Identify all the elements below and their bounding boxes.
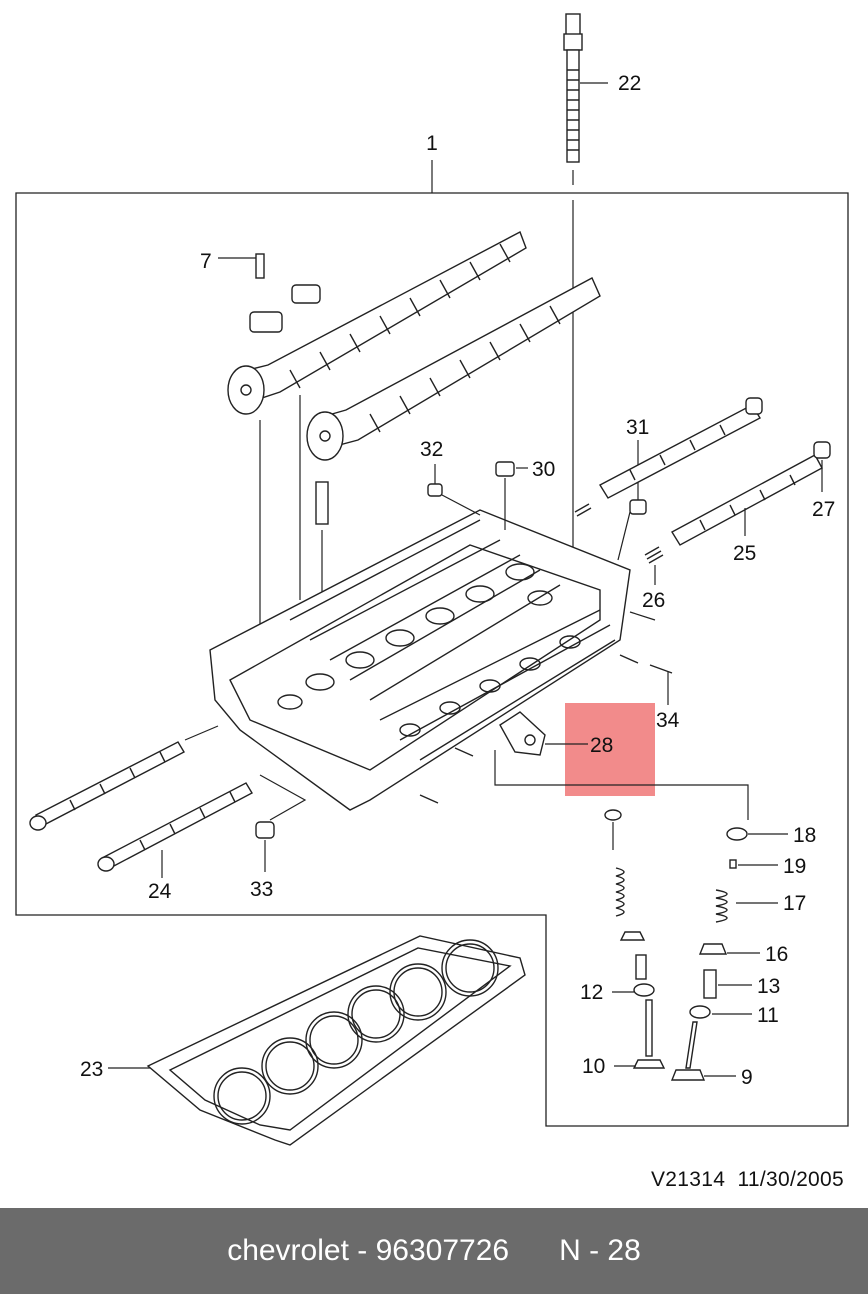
spring-26 bbox=[574, 503, 664, 585]
part-info-bar: chevrolet - 96307726 N - 28 bbox=[0, 1208, 868, 1294]
callout-12: 12 bbox=[580, 981, 603, 1004]
valve-assembly-left bbox=[604, 809, 666, 1069]
callout-28: 28 bbox=[590, 734, 613, 757]
callout-22: 22 bbox=[618, 72, 641, 95]
callout-16: 16 bbox=[765, 943, 788, 966]
callout-17: 17 bbox=[783, 892, 806, 915]
callout-11: 11 bbox=[757, 1004, 779, 1027]
callout-19: 19 bbox=[783, 855, 806, 878]
valve-assembly-right bbox=[670, 827, 788, 1081]
callout-32: 32 bbox=[420, 438, 443, 461]
callout-13: 13 bbox=[757, 975, 780, 998]
callout-34: 34 bbox=[656, 709, 680, 732]
spacer bbox=[509, 1234, 559, 1268]
highlight-box-28 bbox=[565, 703, 655, 796]
rocker-arm-28 bbox=[494, 711, 749, 820]
callout-25: 25 bbox=[733, 542, 756, 565]
plug-31 bbox=[617, 440, 647, 561]
drawing-code: V21314 bbox=[650, 1168, 726, 1191]
callout-27: 27 bbox=[812, 498, 835, 521]
stud-34 bbox=[419, 654, 673, 804]
cylinder-head-exploded-diagram: 1 22 7 32 30 31 27 25 26 34 28 24 33 18 … bbox=[15, 13, 849, 1146]
cylinder-head bbox=[209, 509, 631, 811]
callout-7: 7 bbox=[200, 250, 212, 273]
callout-18: 18 bbox=[793, 824, 816, 847]
camshaft-intake bbox=[227, 231, 527, 415]
callout-24: 24 bbox=[148, 880, 172, 903]
assembly-frame bbox=[15, 192, 849, 1127]
plug-30 bbox=[495, 461, 528, 530]
camshaft-exhaust bbox=[306, 277, 601, 461]
callout-30: 30 bbox=[532, 458, 555, 481]
callout-23: 23 bbox=[80, 1058, 103, 1081]
head-bolt bbox=[563, 13, 583, 650]
callout-33: 33 bbox=[250, 878, 273, 901]
callout-9: 9 bbox=[741, 1066, 753, 1089]
drawing-reference: V21314 11/30/2005 bbox=[651, 1168, 844, 1192]
brand-name: chevrolet bbox=[227, 1234, 349, 1267]
plug-32 bbox=[427, 464, 481, 516]
head-gasket bbox=[108, 935, 526, 1146]
rocker-shaft-24 bbox=[29, 725, 307, 878]
rocker-shaft-lower bbox=[671, 441, 831, 546]
rocker-shaft-upper bbox=[599, 397, 763, 499]
plug-33 bbox=[255, 821, 275, 872]
callout-31: 31 bbox=[626, 416, 649, 439]
drawing-date: 11/30/2005 bbox=[737, 1168, 844, 1191]
callout-10: 10 bbox=[582, 1055, 605, 1078]
spark-plug bbox=[315, 481, 329, 600]
callout-1: 1 bbox=[426, 132, 438, 155]
diagram-position: N - 28 bbox=[559, 1234, 641, 1267]
callout-26: 26 bbox=[642, 589, 665, 612]
separator: - bbox=[348, 1234, 376, 1267]
cam-bearing-cap bbox=[218, 253, 321, 650]
part-number: 96307726 bbox=[375, 1234, 510, 1267]
